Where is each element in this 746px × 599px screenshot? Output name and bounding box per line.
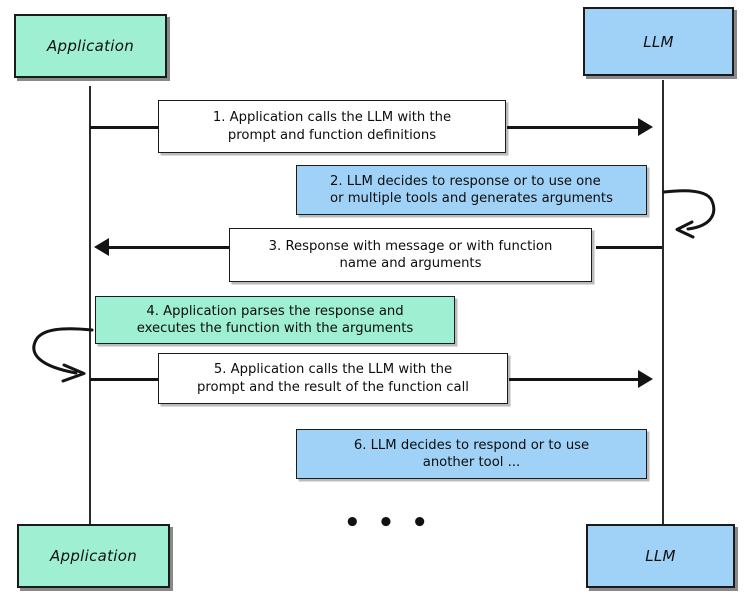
message-line-step-1-right	[507, 126, 640, 129]
message-box-step-5-text: 5. Application calls the LLM with the pr…	[197, 361, 469, 396]
message-box-step-3-line2: name and arguments	[339, 256, 482, 271]
message-line-step-3-left	[108, 246, 230, 249]
message-box-step-5[interactable]: 5. Application calls the LLM with the pr…	[158, 353, 508, 404]
lifeline-llm	[662, 80, 664, 532]
continuation-ellipsis: • • •	[344, 508, 432, 538]
lifeline-application	[89, 86, 91, 532]
actor-application-top[interactable]: Application	[14, 14, 167, 78]
arrowhead-step-3	[94, 238, 109, 256]
message-box-step-5-line2: prompt and the result of the function ca…	[197, 379, 469, 395]
self-loop-application-step-4	[32, 327, 94, 383]
message-line-step-1-left	[90, 126, 158, 129]
actor-application-bottom-label: Application	[49, 547, 138, 565]
self-loop-llm-step-2	[662, 189, 716, 239]
message-box-step-3-text: 3. Response with message or with functio…	[269, 238, 553, 273]
message-box-step-2[interactable]: 2. LLM decides to response or to use one…	[296, 165, 647, 215]
message-box-step-4-text: 4. Application parses the response and e…	[137, 303, 414, 338]
message-line-step-5-left	[90, 378, 158, 381]
actor-llm-top-label: LLM	[643, 32, 674, 51]
message-box-step-6-line2: another tool ...	[422, 455, 521, 470]
message-box-step-2-text: 2. LLM decides to response or to use one…	[330, 173, 613, 208]
message-box-step-5-line1: 5. Application calls the LLM with the	[213, 362, 453, 378]
message-box-step-4-line2: executes the function with the arguments	[136, 321, 414, 336]
actor-application-top-label: Application	[46, 37, 135, 55]
message-box-step-3[interactable]: 3. Response with message or with functio…	[229, 228, 592, 282]
message-box-step-1-line2: prompt and function definitions	[227, 127, 437, 143]
arrowhead-step-1	[638, 118, 653, 136]
message-box-step-6[interactable]: 6. LLM decides to respond or to use anot…	[296, 429, 647, 479]
arrowhead-step-5	[638, 370, 653, 388]
message-box-step-2-line1: 2. LLM decides to response or to use one	[330, 173, 601, 189]
message-box-step-6-line1: 6. LLM decides to respond or to use	[353, 437, 590, 453]
message-box-step-1[interactable]: 1. Application calls the LLM with the pr…	[158, 100, 506, 153]
actor-llm-bottom[interactable]: LLM	[586, 524, 735, 588]
actor-llm-bottom-label: LLM	[645, 547, 676, 565]
message-box-step-4[interactable]: 4. Application parses the response and e…	[95, 296, 455, 344]
message-box-step-3-line1: 3. Response with message or with functio…	[268, 238, 553, 254]
message-line-step-3-right	[596, 246, 662, 249]
message-box-step-1-line1: 1. Application calls the LLM with the	[212, 110, 452, 126]
message-line-step-5-right	[509, 378, 640, 381]
message-box-step-4-line1: 4. Application parses the response and	[146, 303, 404, 319]
message-box-step-1-text: 1. Application calls the LLM with the pr…	[213, 109, 451, 144]
message-box-step-2-line2: or multiple tools and generates argument…	[330, 191, 613, 206]
message-box-step-6-text: 6. LLM decides to respond or to use anot…	[354, 437, 589, 472]
actor-llm-top[interactable]: LLM	[583, 7, 734, 76]
actor-application-bottom[interactable]: Application	[17, 524, 170, 588]
